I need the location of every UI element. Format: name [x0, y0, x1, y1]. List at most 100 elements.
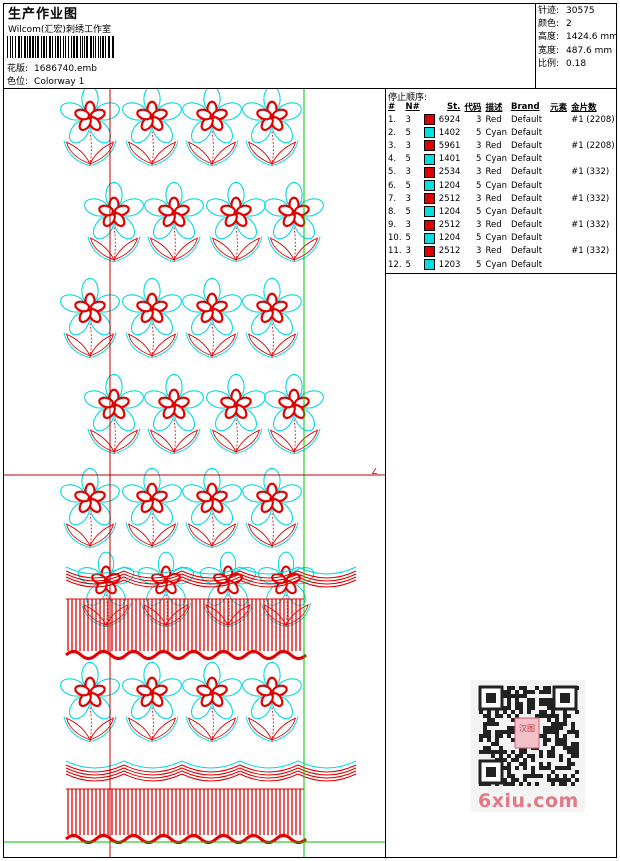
barcode-image [7, 36, 114, 58]
brand: Default [511, 114, 543, 125]
flower-motif [182, 277, 242, 359]
color-code: 5 [476, 127, 482, 138]
element [544, 219, 569, 232]
stat-stitches: 针迹: 30575 [538, 5, 618, 18]
element [544, 139, 569, 152]
watermark-text: 6xiu.com [478, 790, 579, 812]
needle-number: 3 [405, 140, 411, 151]
color-description: Red [485, 220, 502, 231]
sequin-sequence [569, 179, 617, 192]
color-swatch-box [423, 245, 435, 257]
needle-number: 5 [405, 180, 411, 191]
color-swatch-box [423, 140, 435, 152]
flower-motif [242, 661, 302, 743]
flower-motif [122, 661, 182, 743]
color-description: Red [485, 246, 502, 257]
color-swatch [422, 258, 437, 271]
brand: Default [511, 127, 543, 138]
row-number: 8. [388, 206, 397, 217]
color-swatch [422, 113, 437, 126]
color-code: 3 [476, 140, 482, 151]
color-swatch-box [423, 232, 435, 244]
flower-motif [242, 89, 302, 167]
design-label: 花版: [7, 64, 29, 74]
element [544, 153, 569, 166]
stat-value: 487.6 mm [566, 45, 613, 56]
needle-number: 5 [405, 127, 411, 138]
sequin-sequence: #1 (2208) [571, 140, 615, 151]
column-header: St. [447, 102, 461, 112]
embroidery-preview: ∠ [4, 89, 385, 857]
row-number: 6. [388, 180, 397, 191]
color-description: Cyan [485, 154, 507, 165]
column-header: 描述 [485, 103, 503, 113]
stitch-count: 5961 [438, 140, 461, 151]
color-swatch [422, 139, 437, 152]
company-name: Wilcom(汇宏)刺绣工作室 [8, 25, 111, 35]
stat-colors: 颜色:2 [538, 18, 618, 31]
color-code: 3 [476, 114, 482, 125]
flower-motif [264, 373, 324, 455]
stitch-count: 1204 [438, 180, 461, 191]
flower-motif [60, 89, 120, 167]
color-code: 5 [476, 233, 482, 244]
flower-motif [137, 551, 195, 628]
brand: Default [511, 180, 543, 191]
row-number: 11. [388, 246, 402, 257]
stitch-count: 1402 [438, 127, 461, 138]
flower-motif [242, 467, 302, 549]
needle-number: 5 [405, 206, 411, 217]
sequin-sequence [569, 153, 617, 166]
row-number: 12. [388, 259, 402, 270]
color-code: 3 [476, 193, 482, 204]
sequin-sequence: #1 (332) [571, 246, 610, 257]
sequence-title: 停止顺序: [388, 93, 428, 103]
color-description: Cyan [485, 127, 507, 138]
color-code: 5 [476, 206, 482, 217]
stamp-text: 汉图 [519, 724, 535, 733]
sequin-sequence [569, 126, 617, 139]
color-code: 3 [476, 220, 482, 231]
color-description: Cyan [485, 206, 507, 217]
needle-number: 3 [405, 193, 411, 204]
stitch-count: 1204 [438, 233, 461, 244]
color-swatch [422, 232, 437, 245]
row-number: 10. [388, 233, 402, 244]
row-number: 2. [388, 127, 397, 138]
column-header: 金片数 [571, 103, 597, 113]
qr-code-panel: 汉图 [471, 680, 585, 812]
color-description: Red [485, 140, 502, 151]
flower-motif [257, 551, 315, 628]
flower-motif [182, 89, 242, 167]
sequin-sequence: #1 (332) [571, 167, 610, 178]
color-swatch-box [423, 259, 435, 271]
stat-label: 针迹: [538, 6, 560, 16]
guide-marker: ∠ [371, 467, 378, 476]
needle-number: 3 [405, 220, 411, 231]
table-header-row: # N# St. 代码 描述 Brand 元素 金片数 [386, 101, 617, 113]
color-swatch-box [423, 166, 435, 178]
column-header: N# [405, 102, 420, 112]
color-swatch-box [423, 193, 435, 205]
brand: Default [511, 246, 543, 257]
flower-motif [122, 277, 182, 359]
stitch-count: 6924 [438, 114, 461, 125]
brand: Default [511, 206, 543, 217]
element [544, 126, 569, 139]
stitch-count: 1204 [438, 206, 461, 217]
flower-motif [60, 661, 120, 743]
flower-motif [77, 551, 135, 628]
brand: Default [511, 140, 543, 151]
stat-value: 30575 [566, 6, 595, 16]
sequin-sequence: #1 (332) [571, 193, 610, 204]
brand: Default [511, 154, 543, 165]
color-description: Cyan [485, 180, 507, 191]
colorway-label: 色位: [7, 77, 29, 87]
